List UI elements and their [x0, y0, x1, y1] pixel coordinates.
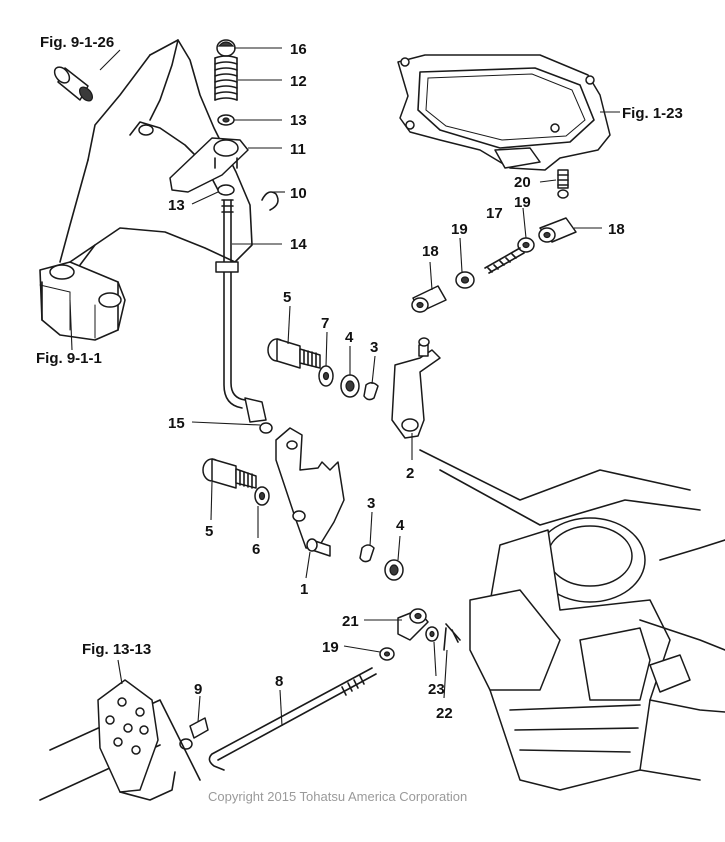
callout-18-right: 18	[608, 221, 625, 238]
lower-pivot-hardware	[202, 458, 404, 581]
swivel-bracket-drawing	[39, 39, 253, 341]
copyright-text: Copyright 2015 Tohatsu America Corporati…	[208, 789, 467, 804]
callout-5-upper: 5	[283, 289, 291, 306]
callout-23: 23	[428, 681, 445, 698]
callout-13-upper: 13	[290, 112, 307, 129]
shift-rod	[215, 199, 273, 434]
fig-1-23-label: Fig. 1-23	[622, 105, 683, 122]
callout-3-upper: 3	[370, 339, 378, 356]
callout-9: 9	[194, 681, 202, 698]
callout-12: 12	[290, 73, 307, 90]
callout-10: 10	[290, 185, 307, 202]
callout-19-lower: 19	[322, 639, 339, 656]
lower-rod-8	[179, 667, 377, 771]
gear-case-plate	[397, 54, 611, 171]
callout-14: 14	[290, 236, 307, 253]
callout-5-lower: 5	[205, 523, 213, 540]
turnbuckle-linkage	[411, 217, 577, 313]
callout-20: 20	[514, 174, 531, 191]
callout-15: 15	[168, 415, 185, 432]
upper-pivot-hardware	[267, 338, 379, 401]
stopper-assembly	[169, 39, 279, 211]
lower-linkage-joint	[379, 608, 461, 661]
callout-18-left: 18	[422, 243, 439, 260]
leader-lines	[69, 47, 620, 727]
stud-part-20	[557, 169, 569, 199]
shift-bracket-1	[275, 427, 345, 557]
engine-lower-unit	[419, 449, 725, 791]
fig-9-1-1-label: Fig. 9-1-1	[36, 350, 102, 367]
callout-17: 17	[486, 205, 503, 222]
callout-13-lower: 13	[168, 197, 185, 214]
fig-13-13-label: Fig. 13-13	[82, 641, 151, 658]
callout-4-upper: 4	[345, 329, 354, 346]
callout-7: 7	[321, 315, 329, 332]
callout-6: 6	[252, 541, 260, 558]
callout-16: 16	[290, 41, 307, 58]
callout-1: 1	[300, 581, 308, 598]
callout-3-lower: 3	[367, 495, 375, 512]
callout-2: 2	[406, 465, 414, 482]
callout-22: 22	[436, 705, 453, 722]
remote-plate	[39, 679, 201, 801]
callout-11: 11	[290, 141, 306, 158]
callout-19-right: 19	[514, 194, 531, 211]
callout-4-lower: 4	[396, 517, 405, 534]
callout-21: 21	[342, 613, 359, 630]
callout-19-mid: 19	[451, 221, 468, 238]
shift-lever-2	[391, 337, 441, 439]
callout-8: 8	[275, 673, 283, 690]
fig-9-1-26-label: Fig. 9-1-26	[40, 34, 114, 51]
bushing-part	[53, 66, 94, 102]
